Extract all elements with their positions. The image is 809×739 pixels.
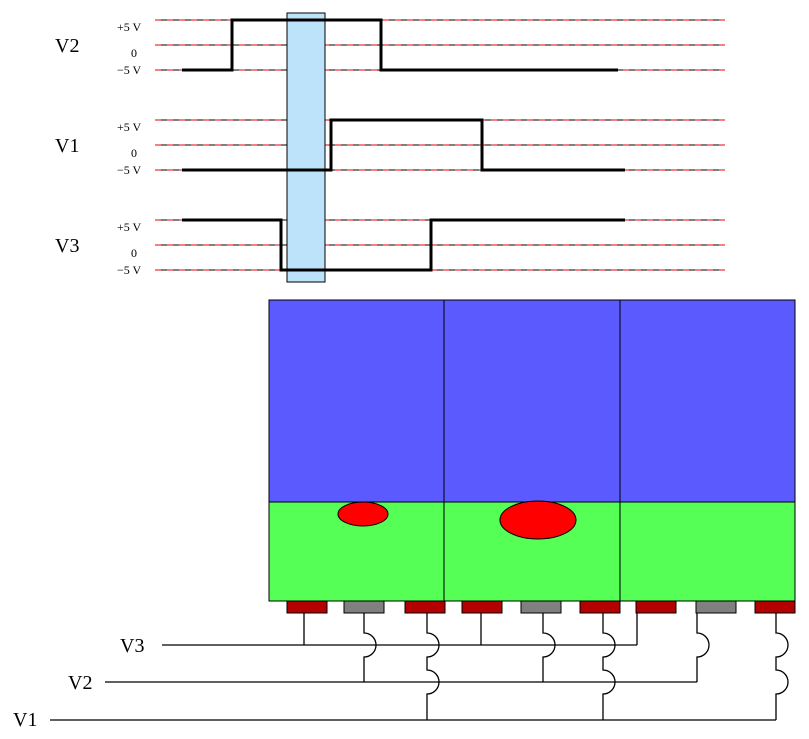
level-zero-label: 0 xyxy=(131,146,137,160)
level-zero-label: 0 xyxy=(131,246,137,260)
channel-label: V1 xyxy=(55,135,79,157)
wire-label-v2: V2 xyxy=(68,672,92,694)
electrode-red xyxy=(404,600,446,614)
level-minus-label: −5 V xyxy=(117,163,142,177)
time-highlight-window xyxy=(286,12,326,283)
clock-wiring xyxy=(50,613,789,721)
electrode-red xyxy=(635,600,677,614)
v1-tap xyxy=(426,613,440,720)
level-plus-label: +5 V xyxy=(117,220,142,234)
electrode-red xyxy=(286,600,328,614)
level-zero-label: 0 xyxy=(131,46,137,60)
level-minus-label: −5 V xyxy=(117,263,142,277)
electrodes xyxy=(286,600,796,614)
charge-packet-small xyxy=(337,501,389,527)
v1-tap xyxy=(602,613,616,720)
electrode-red xyxy=(461,600,503,614)
channel-label: V3 xyxy=(55,235,79,257)
electrode-gray xyxy=(520,600,562,614)
wire-label-v3: V3 xyxy=(120,635,144,657)
waveform-v2 xyxy=(182,18,618,72)
v2-tap xyxy=(696,613,710,682)
level-minus-label: −5 V xyxy=(117,63,142,77)
electrode-gray xyxy=(343,600,385,614)
v2-tap xyxy=(542,613,556,682)
upper-layer xyxy=(268,299,796,503)
ccd-pixels xyxy=(268,299,796,602)
wire-label-v1: V1 xyxy=(13,709,37,731)
timing-diagram: V2 +5 V 0 −5 V V1 +5 V 0 −5 V V3 +5 V 0 −5 V xyxy=(55,19,725,277)
electrode-red xyxy=(579,600,621,614)
v1-tap xyxy=(775,613,789,720)
level-plus-label: +5 V xyxy=(117,20,142,34)
waveform-v3 xyxy=(182,218,625,272)
electrode-red xyxy=(754,600,796,614)
level-plus-label: +5 V xyxy=(117,120,142,134)
v2-tap xyxy=(363,613,377,682)
waveform-v1 xyxy=(182,118,625,172)
charge-packet-large xyxy=(499,500,577,540)
channel-label: V2 xyxy=(55,35,79,57)
electrode-gray xyxy=(695,600,737,614)
waveforms xyxy=(182,18,625,272)
